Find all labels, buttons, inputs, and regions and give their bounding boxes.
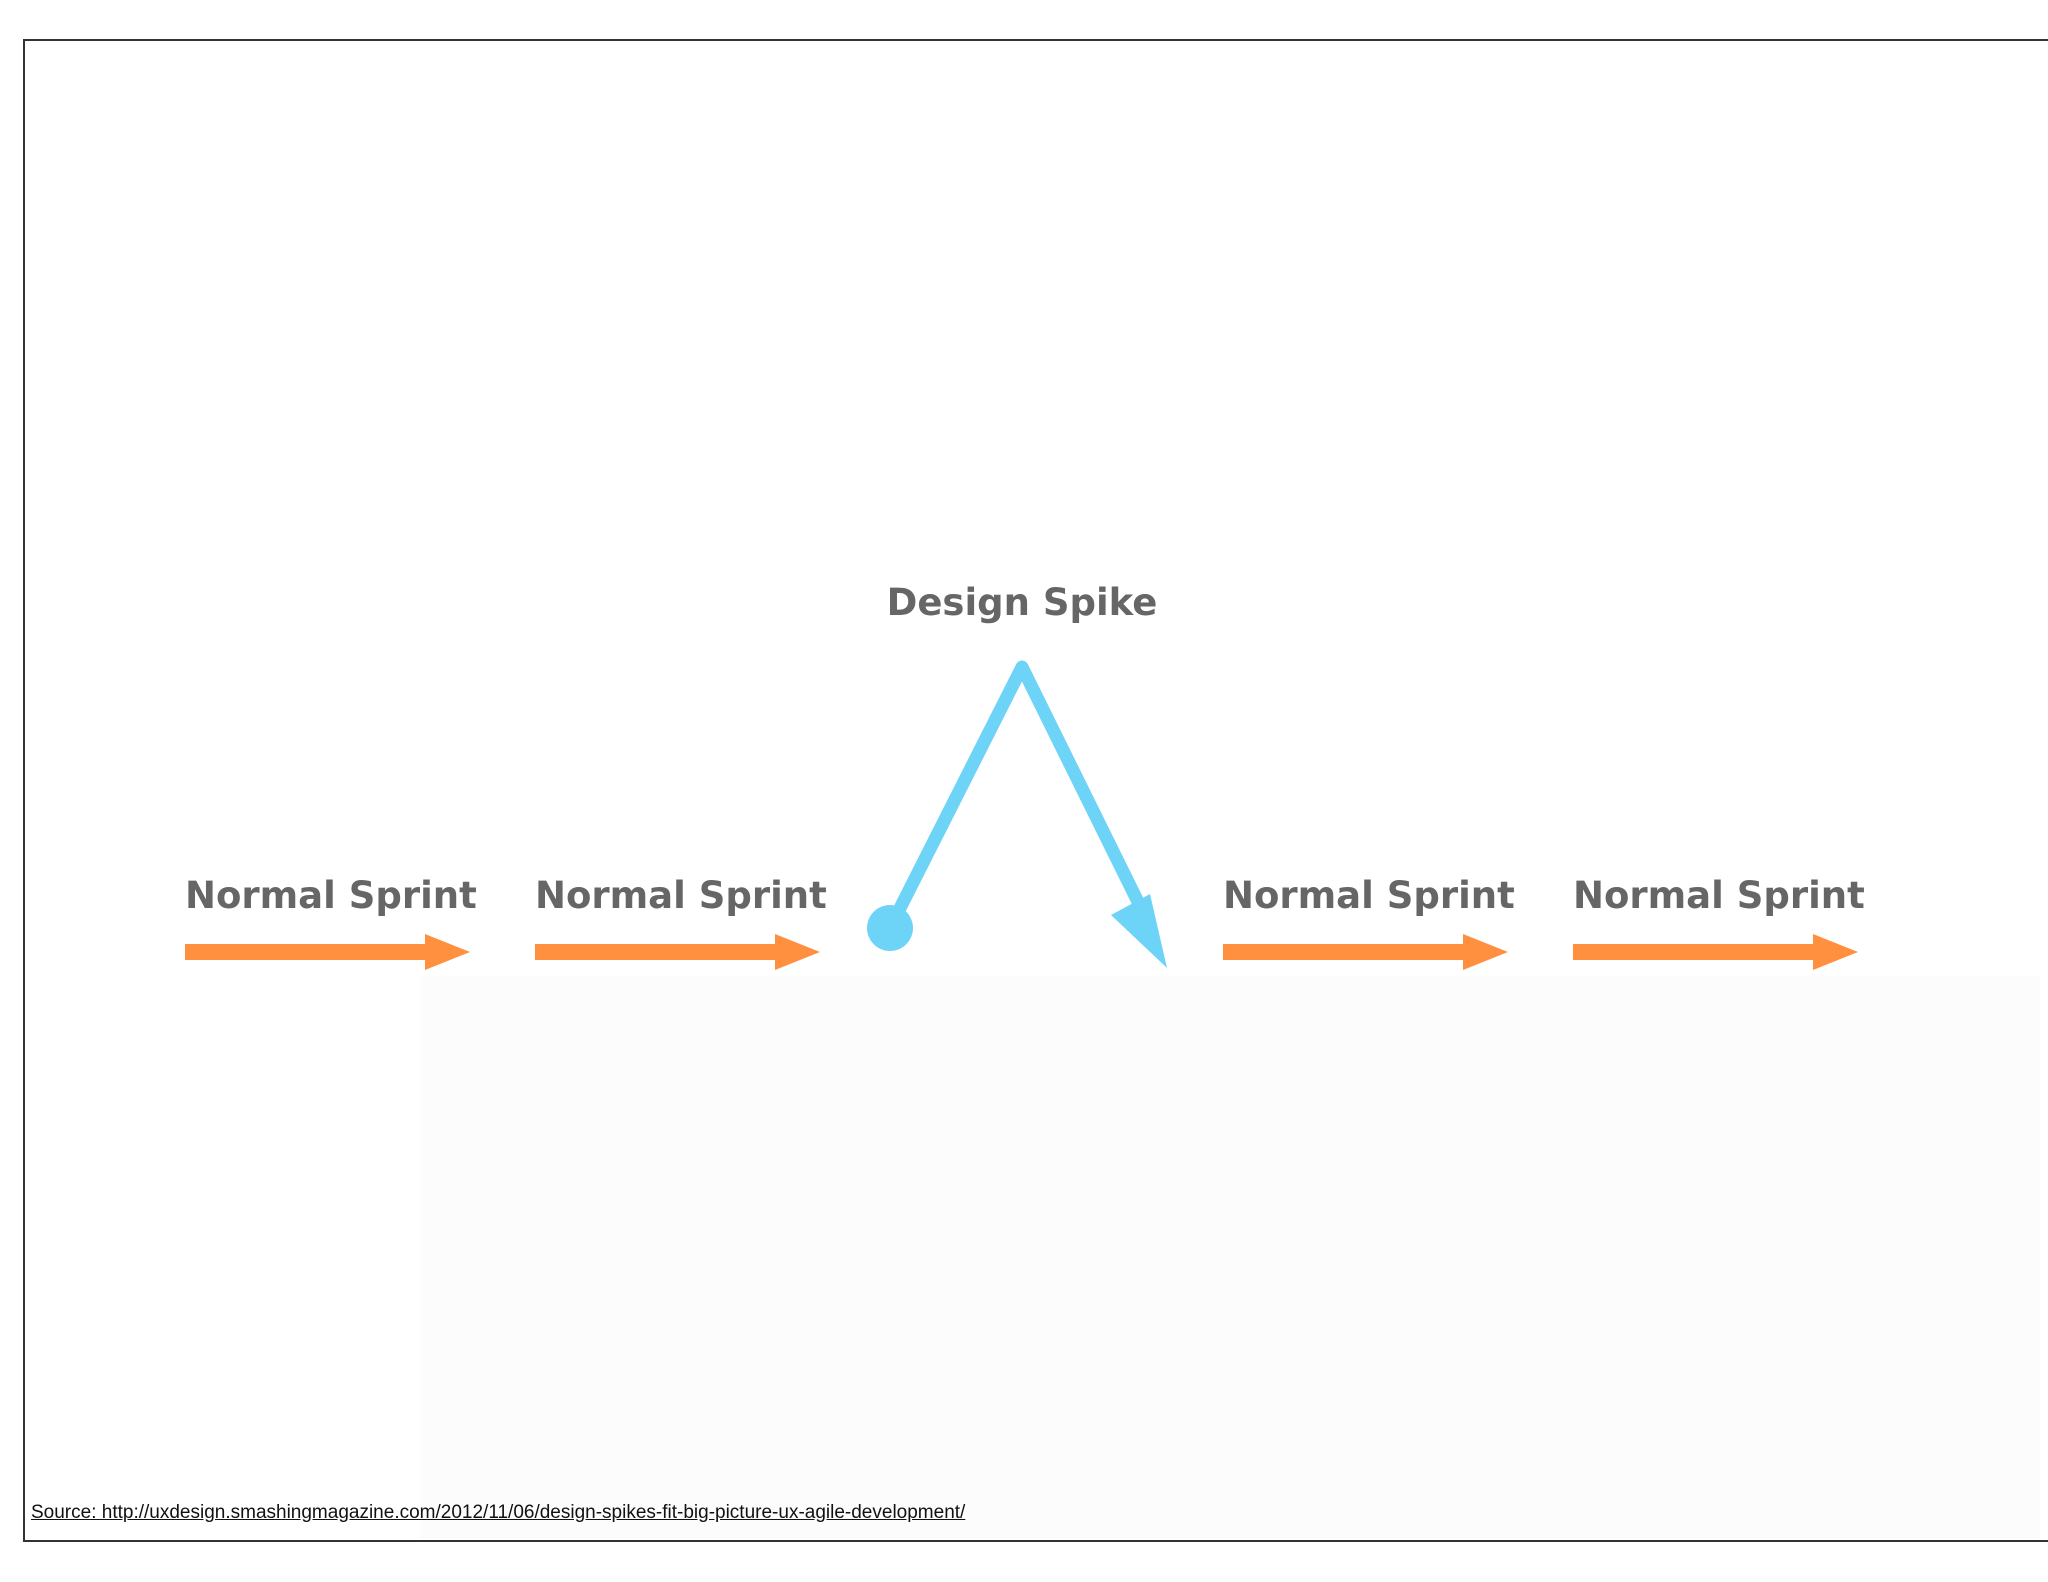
sprint-4: Normal Sprint	[1573, 874, 1865, 970]
sprint-2-label: Normal Sprint	[535, 874, 827, 917]
spike-path	[883, 660, 1150, 935]
sprint-2: Normal Sprint	[535, 874, 827, 970]
sprint-2-arrow	[535, 934, 820, 970]
sprint-3: Normal Sprint	[1223, 874, 1515, 970]
sprint-1-arrow	[185, 934, 470, 970]
design-spike: Design Spike	[867, 581, 1167, 968]
source-link[interactable]: Source: http://uxdesign.smashingmagazine…	[31, 1502, 966, 1523]
sprint-3-label: Normal Sprint	[1223, 874, 1515, 917]
design-spike-label: Design Spike	[887, 581, 1158, 624]
background-panel	[420, 976, 2040, 1538]
sprint-1-label: Normal Sprint	[185, 874, 477, 917]
sprint-3-arrow	[1223, 934, 1508, 970]
sprint-1: Normal Sprint	[185, 874, 477, 970]
sprint-4-arrow	[1573, 934, 1858, 970]
spike-arrowhead	[1111, 894, 1167, 968]
sprint-4-label: Normal Sprint	[1573, 874, 1865, 917]
